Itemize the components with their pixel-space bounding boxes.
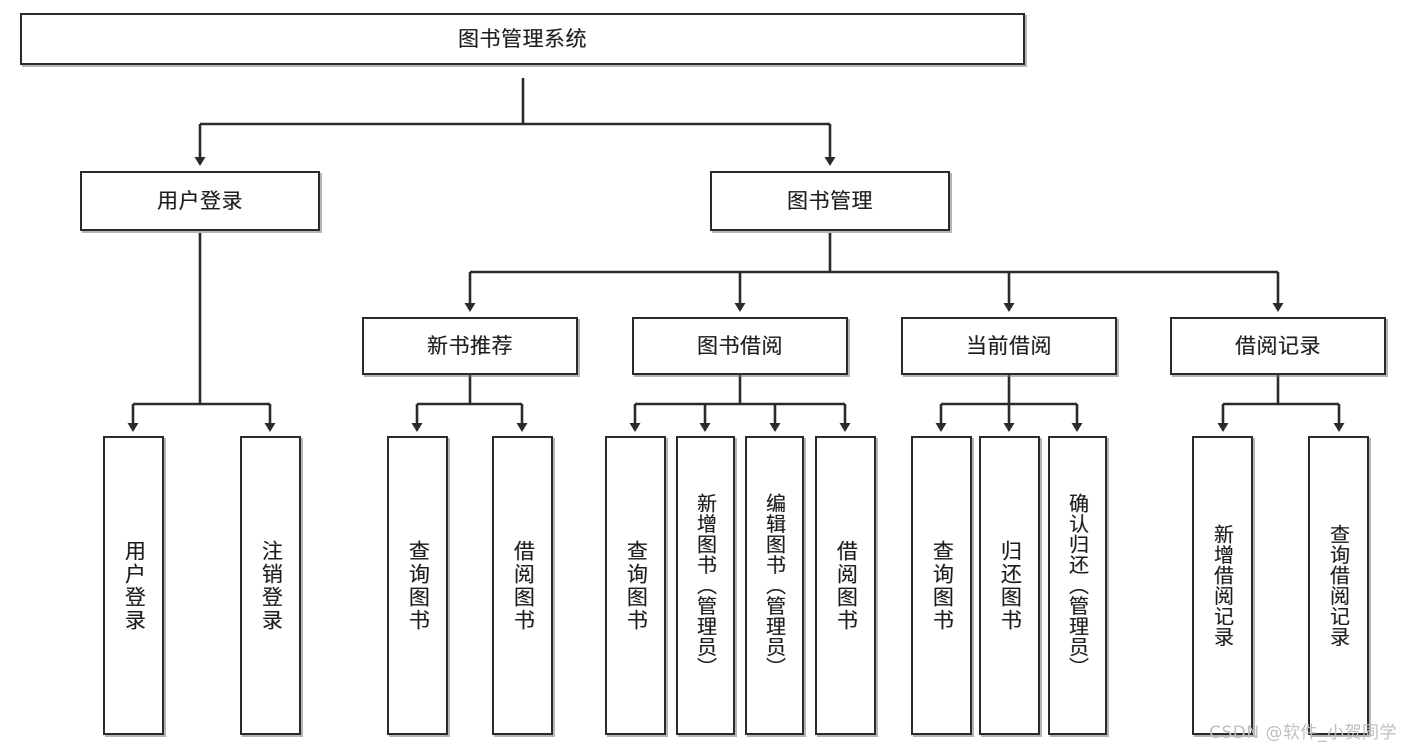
leaf-query-book-current-label: 查询图书 — [930, 539, 955, 632]
node-root[interactable]: 图书管理系统 — [20, 13, 1025, 65]
leaf-add-book-admin-label: 新增图书（管理员） — [693, 493, 718, 678]
node-book-management-label: 图书管理 — [787, 188, 873, 213]
leaf-query-borrow-record[interactable]: 查询借阅记录 — [1308, 436, 1369, 735]
leaf-borrow-book-label: 借阅图书 — [834, 539, 859, 632]
node-current-borrow-label: 当前借阅 — [966, 333, 1052, 358]
leaf-return-book-label: 归还图书 — [998, 539, 1023, 632]
leaf-query-book-recommend-label: 查询图书 — [406, 539, 431, 632]
csdn-watermark: CSDN @软件_小贺同学 — [1209, 723, 1397, 743]
leaf-add-book-admin[interactable]: 新增图书（管理员） — [676, 436, 735, 735]
node-borrow-record[interactable]: 借阅记录 — [1170, 317, 1386, 375]
leaf-query-book-current[interactable]: 查询图书 — [911, 436, 972, 735]
node-borrow-record-label: 借阅记录 — [1235, 333, 1321, 358]
node-user-login[interactable]: 用户登录 — [80, 171, 320, 231]
leaf-edit-book-admin-label: 编辑图书（管理员） — [762, 493, 787, 678]
leaf-borrow-book-recommend[interactable]: 借阅图书 — [492, 436, 553, 735]
node-root-label: 图书管理系统 — [458, 26, 587, 51]
leaf-return-book[interactable]: 归还图书 — [979, 436, 1040, 735]
node-user-login-label: 用户登录 — [157, 188, 243, 213]
leaf-query-book-recommend[interactable]: 查询图书 — [387, 436, 448, 735]
leaf-edit-book-admin[interactable]: 编辑图书（管理员） — [745, 436, 804, 735]
leaf-confirm-return-admin[interactable]: 确认归还（管理员） — [1048, 436, 1107, 735]
leaf-logout[interactable]: 注销登录 — [240, 436, 301, 735]
leaf-borrow-book[interactable]: 借阅图书 — [815, 436, 876, 735]
leaf-borrow-book-recommend-label: 借阅图书 — [511, 539, 536, 632]
leaf-query-book-borrow-label: 查询图书 — [624, 539, 649, 632]
leaf-add-borrow-record-label: 新增借阅记录 — [1210, 524, 1235, 647]
node-book-borrow[interactable]: 图书借阅 — [632, 317, 848, 375]
node-new-book-recommend-label: 新书推荐 — [427, 333, 513, 358]
leaf-query-book-borrow[interactable]: 查询图书 — [605, 436, 666, 735]
leaf-query-borrow-record-label: 查询借阅记录 — [1326, 524, 1351, 647]
leaf-user-login-label: 用户登录 — [122, 539, 147, 632]
node-book-borrow-label: 图书借阅 — [697, 333, 783, 358]
leaf-add-borrow-record[interactable]: 新增借阅记录 — [1192, 436, 1253, 735]
leaf-confirm-return-admin-label: 确认归还（管理员） — [1065, 493, 1090, 678]
leaf-logout-label: 注销登录 — [259, 539, 284, 632]
node-current-borrow[interactable]: 当前借阅 — [901, 317, 1117, 375]
leaf-user-login[interactable]: 用户登录 — [103, 436, 164, 735]
node-book-management[interactable]: 图书管理 — [710, 171, 950, 231]
node-new-book-recommend[interactable]: 新书推荐 — [362, 317, 578, 375]
